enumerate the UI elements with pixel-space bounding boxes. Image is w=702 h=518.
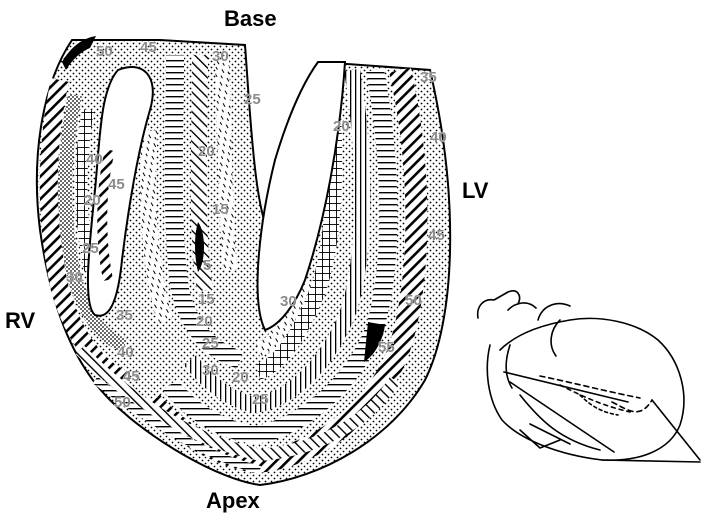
isochrone-time-label: 45: [140, 39, 157, 56]
lv-label: LV: [462, 180, 488, 202]
isochrone-time-label: 40: [86, 151, 103, 168]
isochrone-time-label: 40: [430, 129, 447, 146]
isochrone-time-label: 20: [333, 118, 350, 135]
isochrone-time-label: 55: [378, 339, 395, 356]
isochrone-time-label: 45: [428, 227, 445, 244]
heart-orientation-sketch: [478, 291, 700, 462]
base-label: Base: [224, 8, 277, 30]
isochrone-time-label: 45: [108, 176, 125, 193]
isochrone-time-label: 45: [123, 368, 140, 385]
isochrone-time-label: 15: [198, 291, 215, 308]
isochrone-time-label: 50: [405, 292, 422, 309]
isochrone-time-label: 25: [82, 240, 99, 257]
isochrone-time-label: 15: [212, 201, 229, 218]
isochrone-time-label: 20: [84, 192, 101, 209]
isochrone-time-label: 30: [212, 48, 229, 65]
isochrone-time-label: 50: [96, 43, 113, 60]
isochrone-time-label: 30: [202, 362, 219, 379]
isochrone-time-label: 20: [232, 369, 249, 386]
isochrone-time-label: 20: [196, 313, 213, 330]
isochrone-time-label: 50: [114, 394, 131, 411]
rv-label: RV: [5, 310, 35, 332]
isochrone-time-label: 30: [280, 293, 297, 310]
isochrone-time-label: 5: [203, 257, 211, 274]
isochrone-time-label: 35: [420, 69, 437, 86]
isochrone-time-label: 30: [66, 269, 83, 286]
apex-label: Apex: [206, 490, 260, 512]
isochrone-time-label: 25: [252, 391, 269, 408]
isochrone-time-label: 40: [117, 344, 134, 361]
isochrone-time-label: 25: [202, 335, 219, 352]
isochrone-time-label: 20: [198, 143, 215, 160]
isochrone-time-label: 25: [244, 91, 261, 108]
isochrone-time-label: 35: [116, 307, 133, 324]
band-septum-3: [222, 60, 230, 270]
